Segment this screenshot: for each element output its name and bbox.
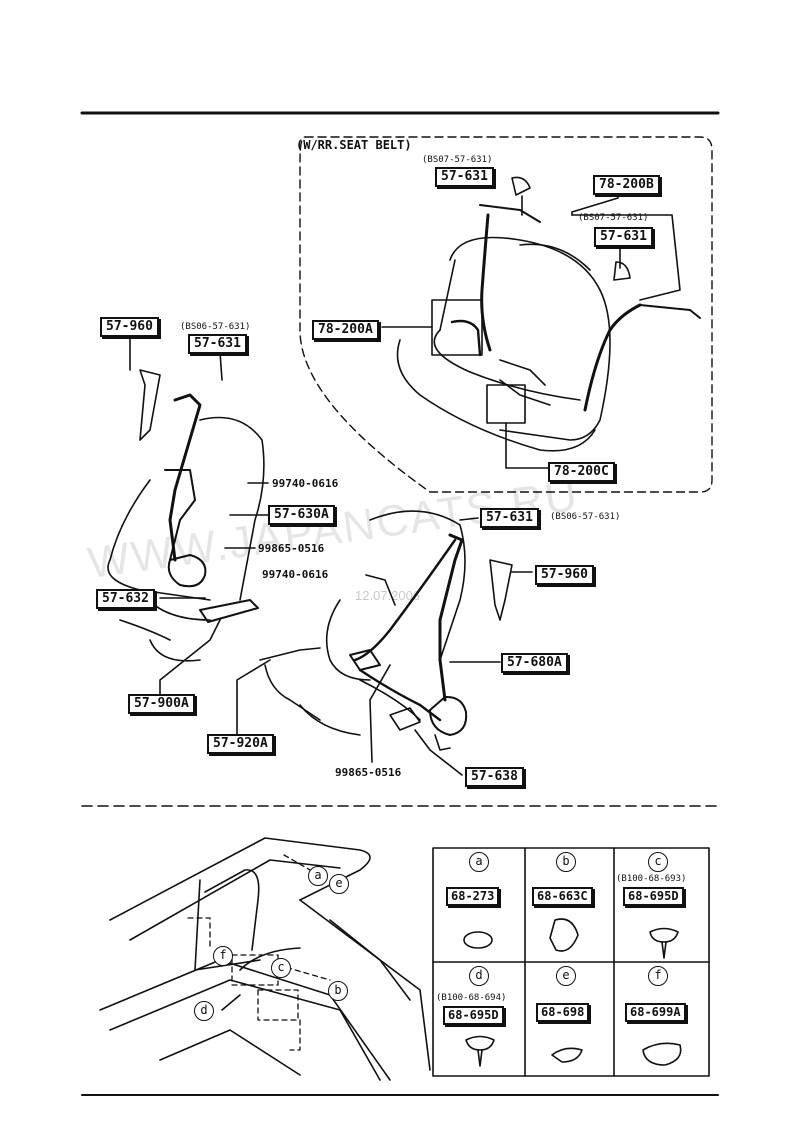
date-stamp: 12.07.2006	[355, 588, 421, 603]
part-label-57-920a[interactable]: 57-920A	[207, 734, 274, 754]
table-part-68-695d-c[interactable]: 68-695D	[623, 887, 684, 906]
callout-e[interactable]: e	[329, 874, 349, 894]
part-label-78-200b[interactable]: 78-200B	[593, 175, 660, 195]
part-sub-bs06-c: (BS06-57-631)	[180, 322, 251, 332]
callout-f[interactable]: f	[213, 946, 233, 966]
part-label-57-630a[interactable]: 57-630A	[268, 505, 335, 525]
rear-seat-belt-note: (W/RR.SEAT BELT)	[296, 138, 412, 152]
part-sub-bs06-d: (BS06-57-631)	[550, 512, 621, 522]
table-part-68-695d-d[interactable]: 68-695D	[443, 1006, 504, 1025]
table-part-68-699a[interactable]: 68-699A	[625, 1003, 686, 1022]
callout-d[interactable]: d	[194, 1001, 214, 1021]
callout-b[interactable]: b	[328, 981, 348, 1001]
bolt-label-99740-b[interactable]: 99740-0616	[262, 568, 329, 581]
table-part-68-273[interactable]: 68-273	[446, 887, 500, 906]
part-label-57-631-d[interactable]: 57-631	[480, 508, 539, 528]
bolt-label-99865-a[interactable]: 99865-0516	[258, 542, 325, 555]
push-pin-icon	[649, 927, 679, 943]
table-letter-b: b	[556, 852, 576, 872]
clip-icon	[549, 918, 579, 952]
push-pin-icon-2	[465, 1035, 495, 1051]
part-label-78-200a[interactable]: 78-200A	[312, 320, 379, 340]
table-sub-c: (B100-68-693)	[616, 874, 687, 884]
table-part-68-698[interactable]: 68-698	[536, 1003, 590, 1022]
part-label-78-200c[interactable]: 78-200C	[548, 462, 615, 482]
part-label-57-632[interactable]: 57-632	[96, 589, 155, 609]
part-label-57-960-left[interactable]: 57-960	[100, 317, 159, 337]
callout-a[interactable]: a	[308, 866, 328, 886]
part-label-57-638[interactable]: 57-638	[465, 767, 524, 787]
table-sub-d: (B100-68-694)	[436, 993, 507, 1003]
oval-pad-icon	[551, 1047, 583, 1063]
part-label-57-900a[interactable]: 57-900A	[128, 694, 195, 714]
part-sub-bs07-a: (BS07-57-631)	[422, 155, 493, 165]
callout-c[interactable]: c	[271, 958, 291, 978]
table-letter-e: e	[556, 966, 576, 986]
round-cap-icon	[463, 931, 493, 949]
table-letter-c: c	[648, 852, 668, 872]
table-letter-f: f	[648, 966, 668, 986]
table-letter-d: d	[469, 966, 489, 986]
part-label-57-960-right[interactable]: 57-960	[535, 565, 594, 585]
part-label-57-631-a[interactable]: 57-631	[435, 167, 494, 187]
part-label-57-631-b[interactable]: 57-631	[594, 227, 653, 247]
part-label-57-631-c[interactable]: 57-631	[188, 334, 247, 354]
part-sub-bs07-b: (BS07-57-631)	[578, 213, 649, 223]
bolt-label-99740-a[interactable]: 99740-0616	[272, 477, 339, 490]
part-label-57-680a[interactable]: 57-680A	[501, 653, 568, 673]
bolt-label-99865-b[interactable]: 99865-0516	[335, 766, 402, 779]
table-letter-a: a	[469, 852, 489, 872]
table-part-68-663c[interactable]: 68-663C	[532, 887, 593, 906]
rect-pad-icon	[642, 1042, 682, 1066]
